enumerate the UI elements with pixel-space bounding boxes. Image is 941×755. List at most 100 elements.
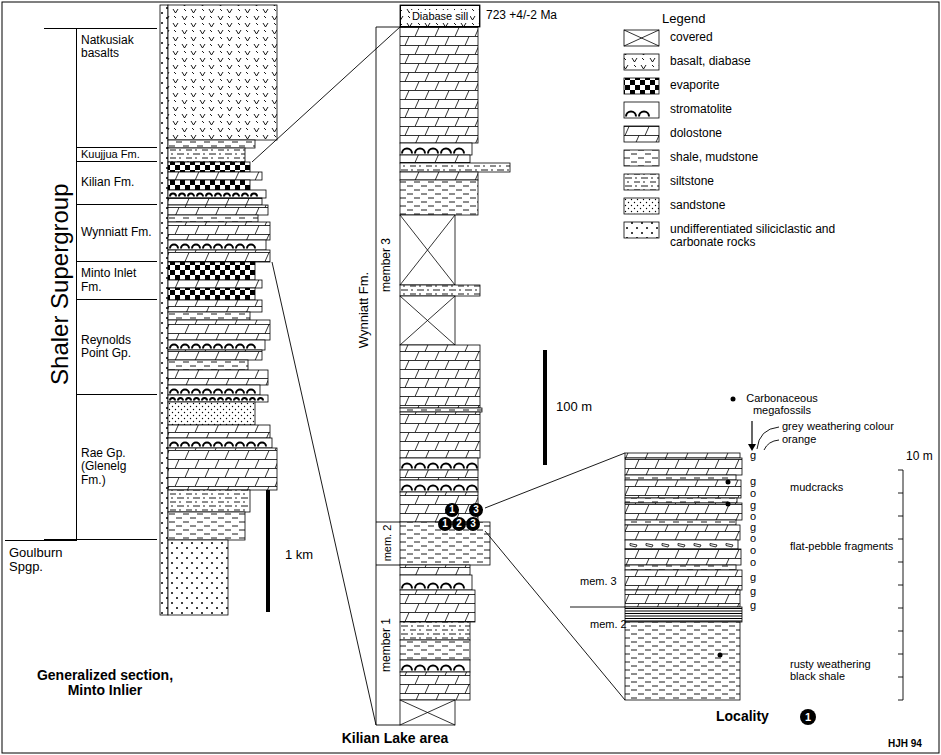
rock-bed: [400, 285, 480, 296]
rock-bed: [400, 660, 470, 672]
callout-text: 3: [470, 519, 476, 529]
bed-fill: [168, 190, 266, 198]
bed-fill: [624, 78, 659, 94]
legend-swatch: [624, 150, 659, 166]
rock-bed: [400, 5, 480, 27]
legend-text: covered: [670, 31, 713, 44]
bed-fill: [168, 425, 270, 438]
rock-beds: [160, 5, 742, 725]
rock-bed: [168, 205, 268, 215]
rock-bed: [168, 172, 262, 180]
legend-swatch: [624, 30, 659, 46]
callout-number: 2: [452, 517, 466, 531]
legend-swatch: [624, 222, 659, 238]
bed-fill: [168, 540, 228, 615]
stromatolite-symbol: [170, 194, 257, 197]
bed-fill: [168, 512, 245, 540]
pebble-symbol: [630, 544, 733, 548]
bed-fill: [400, 296, 455, 345]
rock-bed: [400, 640, 470, 660]
bed-fill: [625, 458, 742, 475]
bed-fill: [400, 575, 472, 590]
node-text: Kuujjua Fm.: [81, 148, 140, 160]
rock-bed: [168, 402, 255, 425]
weathering-label: grey: [782, 420, 803, 432]
rock-bed: [168, 312, 250, 320]
bed-fill: [625, 475, 736, 480]
bed-fill: [625, 525, 740, 540]
rock-bed: [168, 360, 248, 370]
rock-bed: [400, 143, 472, 155]
bed-fill: [400, 590, 475, 622]
rock-bed: [625, 565, 736, 570]
rock-bed: [168, 448, 277, 490]
bed-fill: [400, 492, 478, 522]
node-text: Wynniatt Fm.: [81, 226, 152, 239]
rock-bed: [400, 622, 470, 640]
rock-bed: [400, 408, 482, 412]
legend-text: sandstone: [670, 199, 725, 212]
bed-fill: [168, 288, 255, 300]
rock-bed: [400, 672, 470, 700]
callout-text: 1: [449, 505, 455, 515]
bed-fill: [168, 300, 262, 312]
callout-number: 1: [445, 503, 459, 517]
bed-fill: [168, 385, 260, 395]
weathering-letter: o: [750, 533, 756, 544]
rock-bed: [168, 350, 262, 360]
legend-text: basalt, diabase: [670, 55, 751, 68]
rock-bed: [400, 180, 478, 215]
rock-bed: [168, 148, 245, 162]
bed-fill: [625, 570, 742, 590]
bed-fill: [168, 240, 266, 250]
rock-bed: [168, 215, 258, 222]
rock-bed: [168, 280, 262, 288]
stromatolite-symbol: [170, 390, 255, 394]
legend-swatch: [624, 126, 659, 142]
rock-bed: [168, 222, 270, 240]
bed-fill: [400, 285, 480, 296]
stromatolite-symbol: [170, 398, 263, 401]
locality-title: Locality: [716, 709, 769, 724]
section-caption: Generalized section, Minto Inlier: [18, 668, 193, 699]
rock-bed: [168, 240, 266, 250]
supergroup-band: Shaler Supergroup: [44, 28, 77, 540]
sill-box: Diabase sill: [400, 5, 480, 27]
rock-bed: [168, 385, 260, 395]
member-label: member 1: [380, 618, 393, 672]
member-bracket: [376, 27, 400, 725]
bed-fill: [400, 480, 478, 492]
fossil-dot: [726, 480, 731, 485]
callout-number: 1: [438, 517, 452, 531]
formation-cell: Kuujjua Fm.: [77, 148, 157, 162]
rock-bed: [168, 190, 266, 198]
bed-fill: [400, 27, 478, 143]
bed-fill: [400, 660, 470, 672]
rock-bed: [168, 425, 270, 438]
bed-fill: [400, 412, 480, 458]
bed-fill: [168, 340, 265, 350]
rock-bed: [168, 340, 265, 350]
rock-bed: [625, 475, 736, 480]
member-boundary: [570, 607, 625, 608]
rock-bed: [400, 480, 478, 492]
rock-bed: [625, 525, 740, 540]
rock-bed: [625, 503, 742, 520]
rock-bed: [625, 458, 742, 475]
legend-text: stromatolite: [670, 103, 732, 116]
locality-column: [625, 453, 742, 700]
node-text: Natkusiak basalts: [81, 34, 154, 60]
bed-fill: [624, 174, 659, 190]
bed-fill: [168, 448, 277, 490]
callout-number: 1: [800, 709, 816, 725]
black-shale-lines: [625, 609, 742, 622]
rock-bed: [168, 198, 262, 205]
callout-text: 2: [456, 519, 462, 529]
rock-bed: [400, 215, 455, 285]
rock-bed: [400, 172, 478, 180]
covered-cross: [400, 296, 455, 345]
callout-number: 3: [469, 503, 483, 517]
bed-fill: [168, 350, 262, 360]
rock-bed: [168, 540, 228, 615]
